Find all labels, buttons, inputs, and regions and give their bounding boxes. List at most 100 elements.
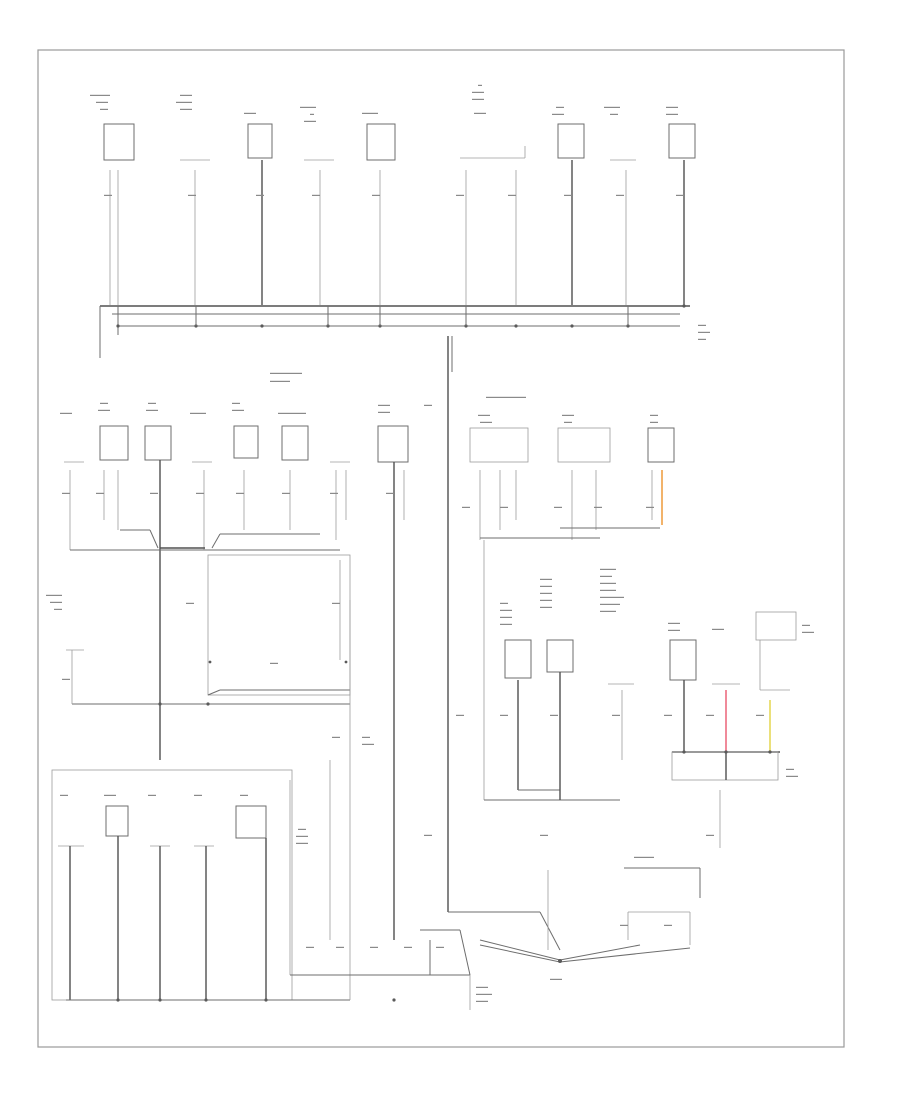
svg-text:▬▬: ▬▬ [756,712,764,717]
svg-text:▬▬▬▬▬▬: ▬▬▬▬▬▬ [600,594,624,599]
svg-text:▬▬▬: ▬▬▬ [476,998,488,1003]
component-box [668,123,696,159]
svg-text:▬▬▬: ▬▬▬ [550,976,562,981]
svg-text:▬▬▬: ▬▬▬ [146,407,158,412]
bottom-center-wires: ▬▬▬▬▬ ▬▬▬▬▬▬▬▬▬▬ [289,600,492,1010]
component-box [377,425,409,463]
svg-text:▬▬: ▬▬ [646,504,654,509]
svg-text:▬▬: ▬▬ [554,504,562,509]
svg-text:▬▬: ▬▬ [500,712,508,717]
svg-text:▬▬▬: ▬▬▬ [104,792,116,797]
svg-text:▬▬: ▬▬ [698,322,706,327]
svg-text:▬▬: ▬▬ [404,944,412,949]
svg-text:▬▬: ▬▬ [332,600,340,605]
svg-text:▬▬: ▬▬ [232,400,240,405]
svg-text:▬▬: ▬▬ [336,944,344,949]
svg-text:▬▬: ▬▬ [62,490,70,495]
svg-text:▬▬▬▬: ▬▬▬▬ [604,104,620,109]
diagram-frame [37,49,845,1048]
svg-text:▬▬▬▬▬▬▬▬: ▬▬▬▬▬▬▬▬ [270,370,302,375]
svg-text:▬▬▬▬: ▬▬▬▬ [300,104,316,109]
svg-text:▬▬: ▬▬ [312,192,320,197]
svg-text:▬▬▬▬▬: ▬▬▬▬▬ [600,601,620,606]
svg-text:▬▬: ▬▬ [612,712,620,717]
middle-right-components: ▬▬▬▬▬▬▬▬▬▬ ▬▬▬▬▬▬ ▬▬▬▬▬ ▬▬▬▬ [469,394,675,801]
svg-text:▬▬▬: ▬▬▬ [232,407,244,412]
svg-text:▬▬: ▬▬ [462,504,470,509]
svg-text:▬▬: ▬▬ [332,734,340,739]
svg-text:▬▬▬: ▬▬▬ [296,840,308,845]
svg-text:▬▬▬▬: ▬▬▬▬ [46,592,62,597]
svg-text:▬▬: ▬▬ [664,712,672,717]
svg-text:▬▬: ▬▬ [456,712,464,717]
svg-text:▬▬▬▬: ▬▬▬▬ [176,99,192,104]
svg-text:▬▬: ▬▬ [620,922,628,927]
svg-text:▬▬▬: ▬▬▬ [480,419,492,424]
middle-left-components: ▬▬▬▬▬▬▬▬ ▬▬▬▬▬ ▬▬▬▬ ▬▬▬▬▬ ▬▬▬▬▬▬▬ ▬▬▬▬▬▬… [60,370,409,940]
svg-text:▬▬: ▬▬ [508,192,516,197]
svg-text:▬▬▬: ▬▬▬ [362,741,374,746]
svg-text:▬▬▬▬: ▬▬▬▬ [600,608,616,613]
svg-text:▬▬: ▬▬ [500,600,508,605]
svg-text:▬▬: ▬▬ [424,402,432,407]
svg-text:▬▬▬: ▬▬▬ [540,604,552,609]
svg-text:▬▬: ▬▬ [372,192,380,197]
svg-text:▬▬▬: ▬▬▬ [540,590,552,595]
component-box [281,425,309,461]
svg-text:▬▬▬▬: ▬▬▬▬ [600,580,616,585]
svg-text:▬▬: ▬▬ [362,734,370,739]
svg-text:▬▬: ▬▬ [188,192,196,197]
svg-text:▬▬▬: ▬▬▬ [500,621,512,626]
svg-text:▬▬▬: ▬▬▬ [244,110,256,115]
svg-text:▬▬▬: ▬▬▬ [500,614,512,619]
svg-text:▬▬▬: ▬▬▬ [50,599,62,604]
svg-text:▬▬: ▬▬ [100,106,108,111]
svg-text:▬▬▬▬: ▬▬▬▬ [600,587,616,592]
svg-text:▬▬▬: ▬▬▬ [562,412,574,417]
svg-text:▬▬: ▬▬ [802,622,810,627]
svg-text:▬▬▬: ▬▬▬ [304,118,316,123]
svg-text:▬▬: ▬▬ [186,600,194,605]
top-row-components: ▬▬▬▬▬▬▬▬▬▬ ▬▬▬▬▬▬▬▬▬▬ ▬▬▬ ▬▬▬▬▬▬▬▬ ▬▬▬▬ … [90,82,696,161]
svg-text:▬▬▬: ▬▬▬ [668,627,680,632]
lower-right-components: ▬▬▬▬▬▬▬▬▬▬▬ ▬▬▬▬▬▬▬▬▬▬▬▬▬▬▬ ▬▬▬▬▬▬▬▬▬▬▬▬… [500,566,814,830]
svg-text:▬▬▬▬: ▬▬▬▬ [190,410,206,415]
svg-text:▬▬▬: ▬▬▬ [666,111,678,116]
svg-text:▬▬: ▬▬ [540,832,548,837]
component-box [557,123,585,159]
top-ground-bus [99,304,690,358]
svg-text:▬▬▬▬: ▬▬▬▬ [600,566,616,571]
svg-text:▬▬: ▬▬ [330,490,338,495]
svg-text:▬▬▬: ▬▬▬ [600,573,612,578]
svg-text:▬▬▬: ▬▬▬ [378,402,390,407]
svg-text:▬▬: ▬▬ [256,192,264,197]
svg-text:▬▬: ▬▬ [650,412,658,417]
component-labels: ▬▬▬▬▬▬▬▬▬▬ ▬▬▬▬▬▬▬▬▬▬ ▬▬▬ ▬▬▬▬▬▬▬▬ ▬▬▬▬ … [90,82,678,123]
svg-text:▬▬: ▬▬ [436,944,444,949]
component-box [103,123,135,161]
svg-text:▬▬: ▬▬ [150,490,158,495]
component-box [233,425,259,459]
svg-text:▬▬: ▬▬ [698,336,706,341]
svg-text:▬▬▬▬▬: ▬▬▬▬▬ [90,92,110,97]
svg-text:▬▬: ▬▬ [650,419,658,424]
svg-text:▬▬: ▬▬ [100,400,108,405]
svg-text:▬▬▬: ▬▬▬ [552,111,564,116]
svg-text:▬▬▬: ▬▬▬ [296,833,308,838]
svg-text:▬▬▬: ▬▬▬ [540,576,552,581]
main-ground-point: ▬▬▬ ▬▬▬▬▬ [479,830,721,981]
svg-text:▬▬▬: ▬▬▬ [96,99,108,104]
component-box [144,425,172,461]
svg-text:▬▬▬: ▬▬▬ [540,597,552,602]
svg-text:▬▬: ▬▬ [148,792,156,797]
svg-text:▬▬: ▬▬ [676,192,684,197]
wire-color-codes: ▬▬▬▬▬▬▬▬▬▬ ▬▬▬▬▬▬▬▬▬▬ ▬▬▬▬▬▬▬▬▬▬▬▬▬▬▬▬ ▬… [62,192,764,949]
svg-text:▬▬▬: ▬▬▬ [698,329,710,334]
middle-junction-block: ▬▬ ▬▬▬▬▬▬▬▬▬ [46,554,351,706]
svg-text:▬▬: ▬▬ [60,792,68,797]
main-trunk-wire [447,336,561,951]
svg-text:▬▬▬▬▬▬▬▬▬▬: ▬▬▬▬▬▬▬▬▬▬ [486,394,526,399]
svg-text:▬▬: ▬▬ [616,192,624,197]
svg-text:▬▬▬▬: ▬▬▬▬ [362,110,378,115]
